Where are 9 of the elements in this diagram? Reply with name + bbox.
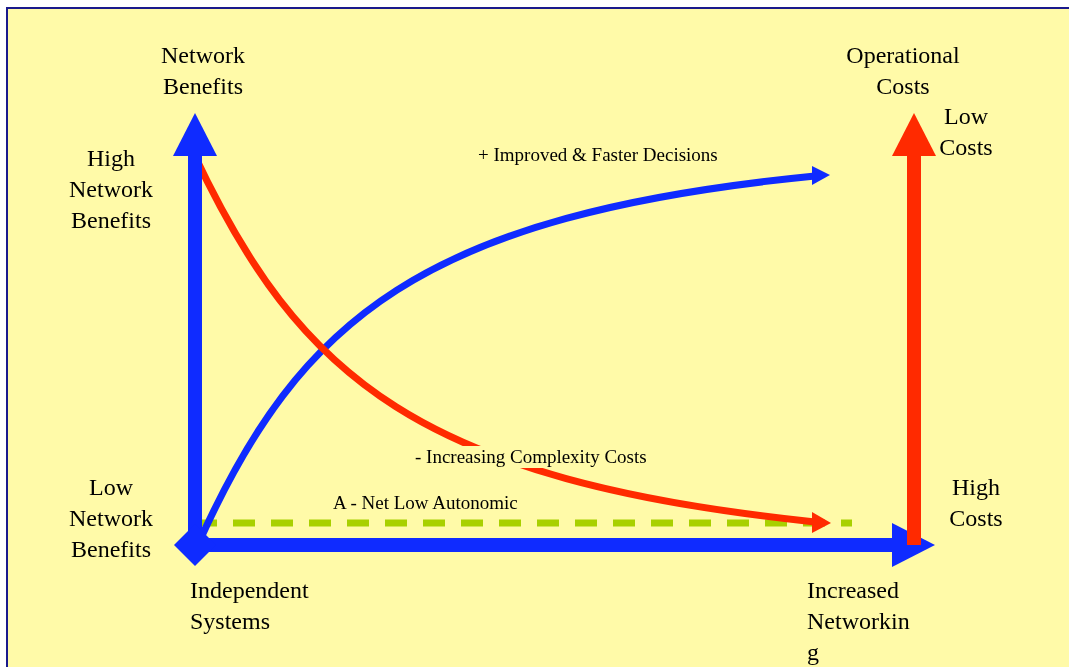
axis-label: Low Network Benefits: [68, 473, 154, 564]
axis-label: Independent Systems: [190, 576, 310, 636]
curve-label: - Increasing Complexity Costs: [415, 446, 647, 468]
axis-label: Low Costs: [938, 102, 994, 162]
axis-title: Operational Costs: [845, 41, 961, 101]
axis-label: Increased Networking: [807, 576, 911, 667]
axis-label: High Costs: [948, 473, 1004, 533]
axis-title: Network Benefits: [160, 41, 246, 101]
axis-label: High Network Benefits: [68, 144, 154, 235]
